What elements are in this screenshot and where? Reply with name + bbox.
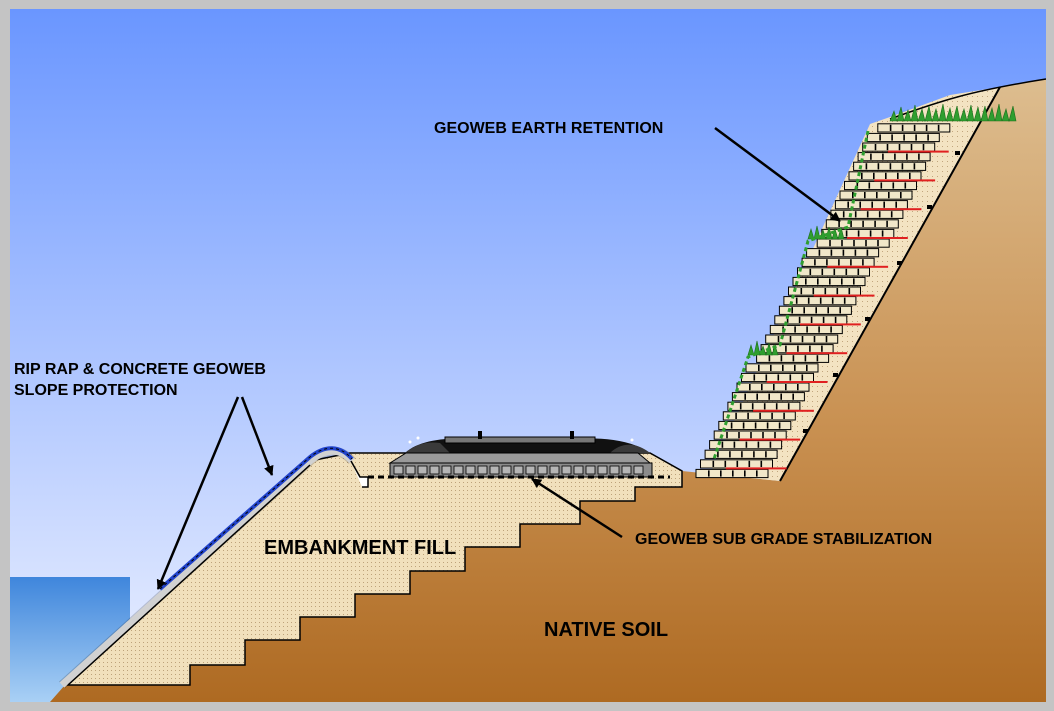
label-rip-rap-line2: SLOPE PROTECTION xyxy=(14,382,178,399)
anchor-ticks xyxy=(803,151,960,433)
label-rip-rap-line1: RIP RAP & CONCRETE GEOWEB xyxy=(14,361,266,378)
slope-protection xyxy=(58,446,369,689)
label-geoweb-earth-retention: GEOWEB EARTH RETENTION xyxy=(434,120,663,137)
sub-grade-structure xyxy=(368,431,670,479)
cross-section-diagram: GEOWEB EARTH RETENTION RIP RAP & CONCRET… xyxy=(10,9,1046,702)
embankment-fill xyxy=(63,452,683,686)
label-embankment-fill: EMBANKMENT FILL xyxy=(264,537,456,559)
vegetation xyxy=(747,103,1017,357)
label-native-soil: NATIVE SOIL xyxy=(544,619,668,641)
native-soil xyxy=(50,79,1046,702)
leader-arrows xyxy=(156,126,841,590)
label-geoweb-sub-grade: GEOWEB SUB GRADE STABILIZATION xyxy=(635,531,932,548)
geoweb-retention-wall xyxy=(695,123,951,479)
